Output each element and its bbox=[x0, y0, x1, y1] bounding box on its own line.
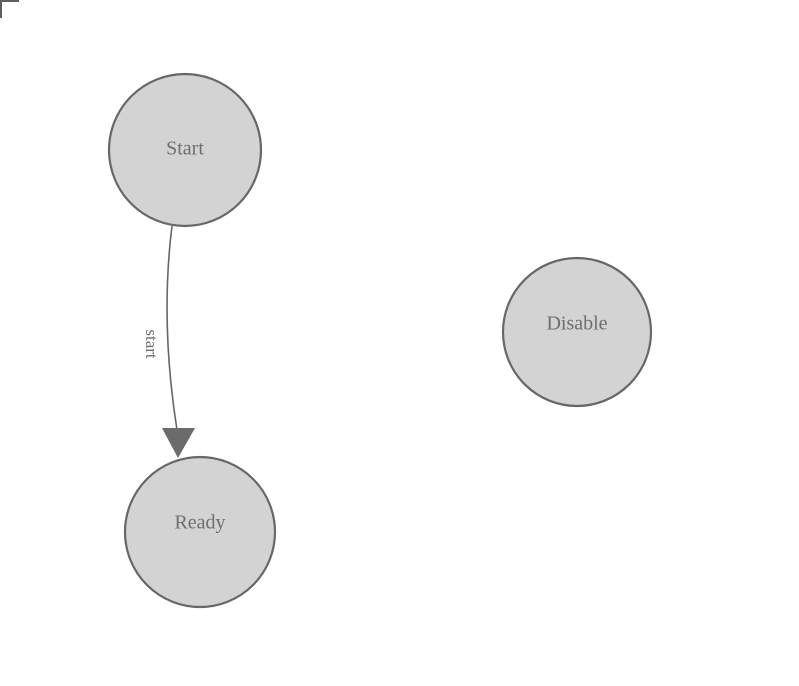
state-node-start[interactable]: Start bbox=[107, 72, 263, 228]
nodes-layer: Start Ready Disable bbox=[107, 72, 653, 609]
state-node-ready-circle[interactable] bbox=[123, 455, 277, 609]
state-node-start-label: Start bbox=[166, 138, 204, 160]
transitions-layer: start bbox=[142, 225, 195, 458]
transition-start-to-ready[interactable]: start bbox=[142, 225, 195, 458]
transition-label-start: start bbox=[142, 329, 161, 359]
state-node-disable-circle[interactable] bbox=[501, 256, 653, 408]
arrowhead-icon bbox=[162, 428, 195, 458]
transition-path bbox=[166, 225, 178, 431]
state-node-disable[interactable]: Disable bbox=[501, 256, 653, 408]
state-node-ready[interactable]: Ready bbox=[123, 455, 277, 609]
state-node-ready-label: Ready bbox=[174, 512, 225, 534]
state-node-start-circle[interactable] bbox=[107, 72, 263, 228]
canvas-corner-marker-icon bbox=[0, 0, 19, 18]
state-node-disable-label: Disable bbox=[546, 313, 607, 335]
